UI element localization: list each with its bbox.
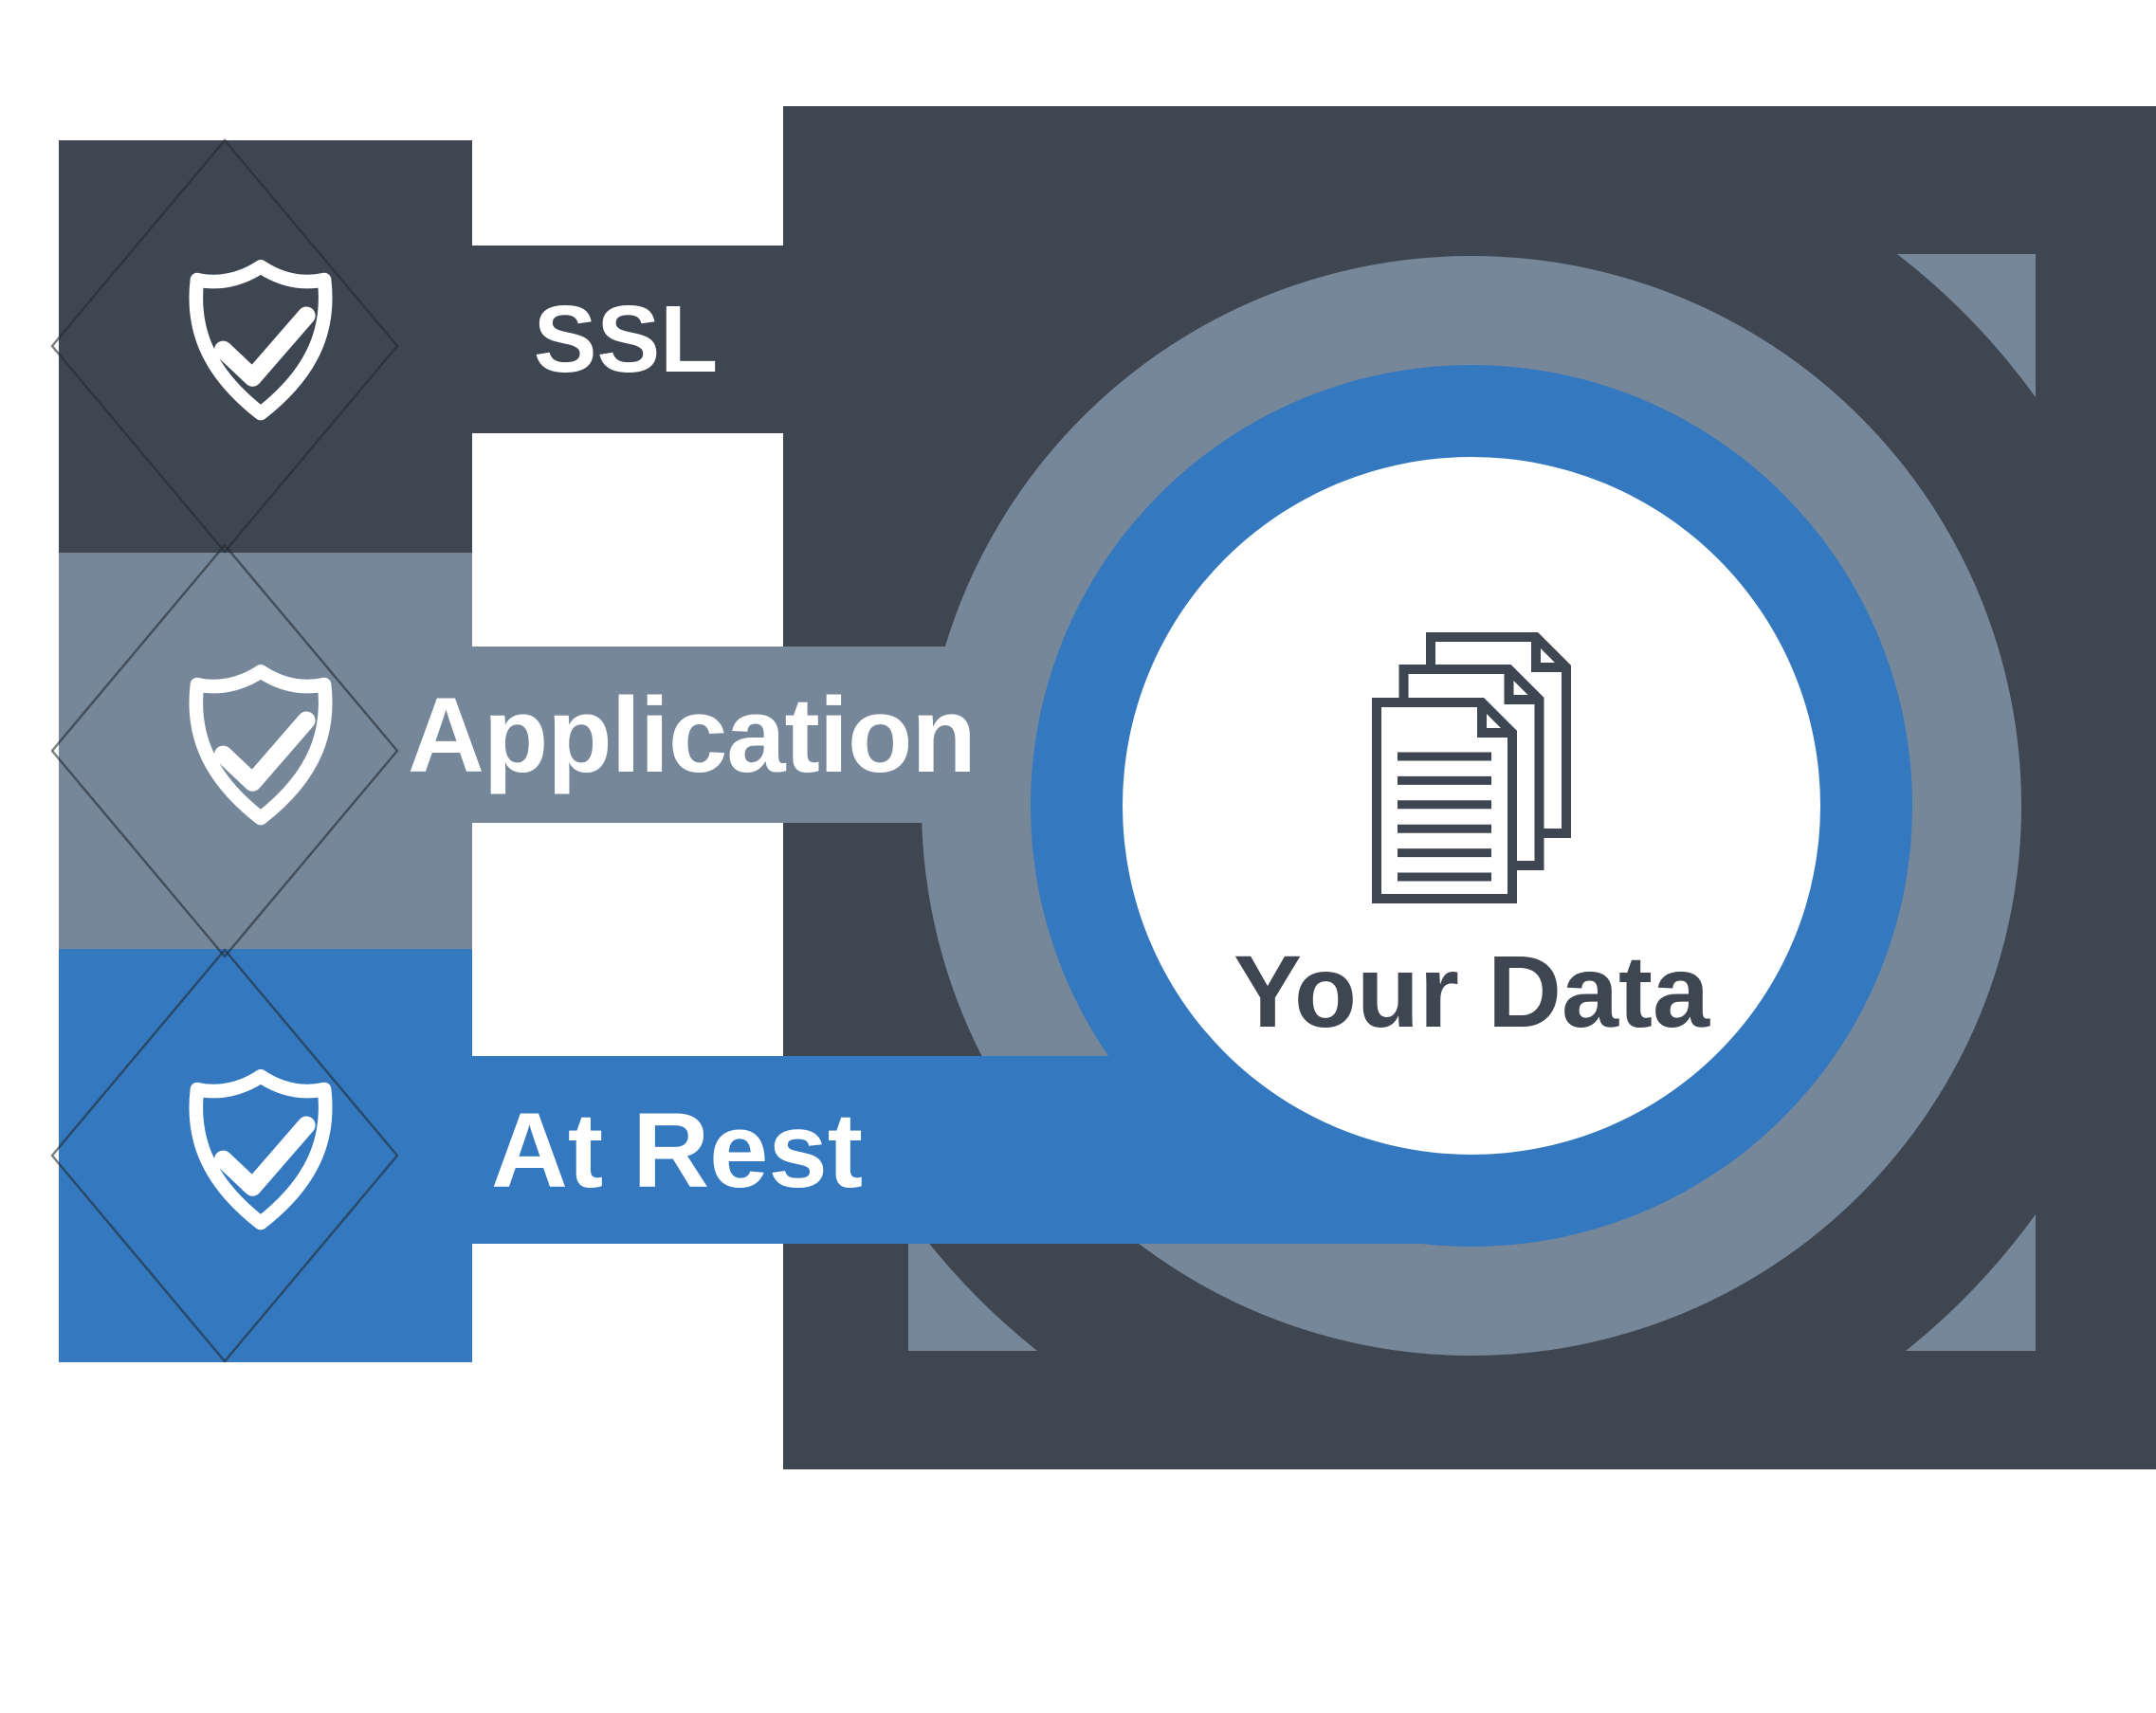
corner-wedge-bottom-right [1906, 1214, 2036, 1351]
shield-check-icon-application [189, 665, 333, 826]
diamond-outline-atrest [50, 948, 399, 1363]
diamond-outline-ssl [50, 138, 399, 554]
center-label-your-data: Your Data [1233, 933, 1710, 1048]
shield-check-icon-ssl [189, 260, 333, 421]
layer-label-application: Application [408, 675, 977, 794]
band-application [59, 553, 472, 949]
band-atrest [59, 949, 472, 1362]
diamond-outline-application [50, 543, 399, 958]
band-ssl [59, 140, 472, 553]
corner-wedge-top-right [1897, 254, 2036, 397]
corner-wedge-bottom-left [908, 1216, 1037, 1351]
shield-check-icon-atrest [189, 1069, 333, 1230]
layer-label-atrest: At Rest [491, 1090, 864, 1210]
document-stack-icon [1372, 632, 1571, 903]
ssl-connector-bar [467, 246, 998, 433]
layer-label-ssl: SSL [533, 285, 719, 392]
